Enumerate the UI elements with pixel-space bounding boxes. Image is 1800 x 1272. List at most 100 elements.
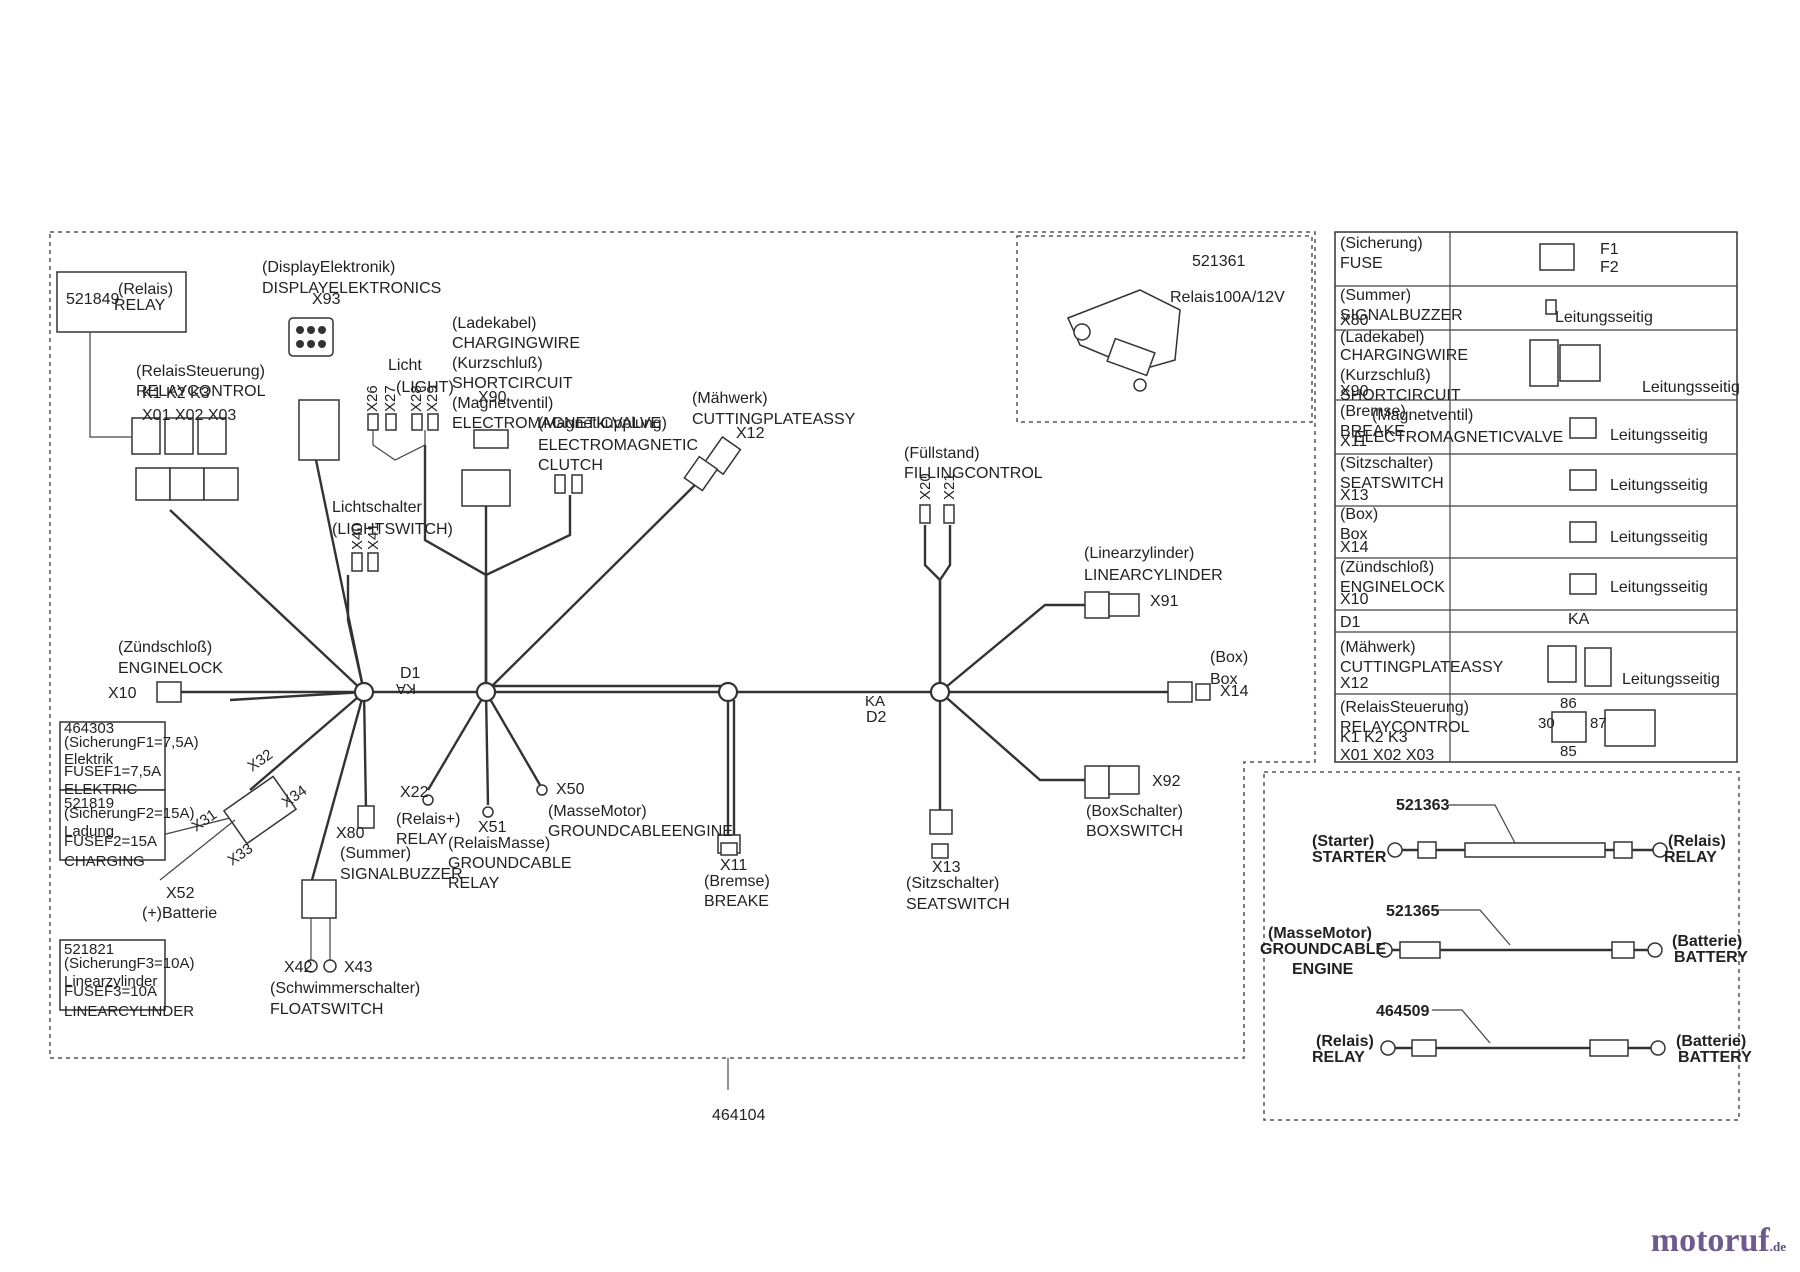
light-label: (LIGHT) xyxy=(396,379,454,396)
fuse1-part: 464303 xyxy=(64,720,114,737)
cable-1-right-en: BATTERY xyxy=(1674,949,1748,966)
cable-0-part: 521363 xyxy=(1396,797,1449,814)
fuse3-box xyxy=(59,939,166,1011)
fuse1-c: FUSEF1=7,5A xyxy=(64,763,161,780)
cable-0-right-de: (Relais) xyxy=(1668,833,1726,850)
filling-connectors xyxy=(919,504,955,524)
box-de-label: (Box) xyxy=(1210,649,1248,666)
box-connector xyxy=(1167,681,1211,703)
relay-en: RELAY xyxy=(114,297,166,314)
zuendschloss-label: (Zündschloß) xyxy=(118,639,212,656)
x43-label: X43 xyxy=(344,959,373,976)
legend-2-en: CHARGINGWIRE xyxy=(1340,347,1468,364)
cable-1-right-de: (Batterie) xyxy=(1672,933,1742,950)
relay-de: (Relais) xyxy=(118,281,173,298)
legend-3-side: Leitungsseitig xyxy=(1610,427,1708,444)
legend-9-85: 85 xyxy=(1560,743,1577,760)
legend-5-en: Box xyxy=(1340,526,1368,543)
legend-2-x: X90 xyxy=(1340,383,1369,400)
magnetkupplung-label: (Magnetkupplung) xyxy=(538,415,667,432)
relay100-frame xyxy=(1016,235,1313,423)
fuse2-box xyxy=(59,789,166,861)
x51-label: X51 xyxy=(478,819,507,836)
light-connectors xyxy=(367,413,439,461)
magnetventil-label: (Magnetventil) xyxy=(452,395,553,412)
groundcableengine-label: GROUNDCABLEENGINE xyxy=(548,823,733,840)
x50-label: X50 xyxy=(556,781,585,798)
relay-en3-label: RELAY xyxy=(448,875,500,892)
cable-0-left-de: (Starter) xyxy=(1312,833,1374,850)
enginelock-label: ENGINELOCK xyxy=(118,660,223,677)
legend-4-side: Leitungsseitig xyxy=(1610,477,1708,494)
fuse3-a: (SicherungF3=10A) xyxy=(64,955,195,972)
legend-4-x: X13 xyxy=(1340,487,1369,504)
x14-label: X14 xyxy=(1220,683,1249,700)
d1-label: D1 xyxy=(400,665,421,682)
float-connector xyxy=(301,879,337,973)
x-labels: X01 X02 X03 xyxy=(142,407,236,424)
cable-2-right-de: (Batterie) xyxy=(1676,1033,1746,1050)
x40-label: X40 xyxy=(349,523,366,550)
legend-8-x: X12 xyxy=(1340,675,1369,692)
legend-5-de: (Box) xyxy=(1340,506,1378,523)
cable-1-left-en2: ENGINE xyxy=(1292,961,1354,978)
x22-label: X22 xyxy=(400,784,429,801)
legend-1-en: SIGNALBUZZER xyxy=(1340,307,1463,324)
electromagnetic-label: ELECTROMAGNETIC xyxy=(538,437,698,454)
x10-label: X10 xyxy=(108,685,137,702)
linearzylinder-label: (Linearzylinder) xyxy=(1084,545,1194,562)
legend-0-f2: F2 xyxy=(1600,259,1619,276)
logo-suffix: .de xyxy=(1769,1239,1786,1254)
legend-1-x: X80 xyxy=(1340,312,1369,329)
fuse3-part: 521821 xyxy=(64,941,114,958)
legend-7-side: KA xyxy=(1568,611,1590,628)
legend-3-extra-en: ELECTROMAGNETICVALVE xyxy=(1354,429,1563,446)
legend-0-de: (Sicherung) xyxy=(1340,235,1423,252)
legend-5-side: Leitungsseitig xyxy=(1610,529,1708,546)
relay100-part: 521361 xyxy=(1192,253,1245,270)
enginelock-connector xyxy=(156,681,182,703)
legend-4-de: (Sitzschalter) xyxy=(1340,455,1433,472)
d2-label: D2 xyxy=(866,709,887,726)
fuse1-b: Elektrik xyxy=(64,751,114,768)
cables-frame xyxy=(1263,771,1740,1121)
lightswitch-label: (LIGHTSWITCH) xyxy=(332,521,453,538)
ground-terminals xyxy=(422,784,548,818)
relaismasse-label: (RelaisMasse) xyxy=(448,835,550,852)
k-labels: K1 K2 K3 xyxy=(142,385,210,402)
cutting-connector xyxy=(683,435,742,492)
legend-5-x: X14 xyxy=(1340,539,1369,556)
x52-label: X52 xyxy=(166,885,195,902)
boxschalter-label: (BoxSchalter) xyxy=(1086,803,1183,820)
groundcable-label: GROUNDCABLE xyxy=(448,855,572,872)
cuttingplate-label: CUTTINGPLATEASSY xyxy=(692,411,856,428)
legend-9-extra-en: X01 X02 X03 xyxy=(1340,747,1434,764)
legend-6-x: X10 xyxy=(1340,591,1369,608)
cable-521365 xyxy=(1377,909,1663,959)
motoruf-logo[interactable]: motoruf.de xyxy=(1651,1222,1786,1260)
x21-label: X21 xyxy=(941,473,958,500)
display-connector xyxy=(288,317,340,461)
boxswitch-connector xyxy=(1084,765,1140,799)
fuse2-d: CHARGING xyxy=(64,853,145,870)
cable-2-left-de: (Relais) xyxy=(1316,1033,1374,1050)
legend-9-87: 87 xyxy=(1590,715,1607,732)
x29-label: X29 xyxy=(424,385,441,412)
cable-2-part: 464509 xyxy=(1376,1003,1429,1020)
x93-label: X93 xyxy=(312,291,341,308)
ka-d2: KA xyxy=(865,693,885,710)
legend-7-de: D1 xyxy=(1340,614,1361,631)
schwimmerschalter-label: (Schwimmerschalter) xyxy=(270,980,420,997)
lichtschalter-label: Lichtschalter xyxy=(332,499,422,516)
junction-node-4 xyxy=(929,681,951,703)
lightswitch-connectors xyxy=(351,552,379,572)
fuse2-a: (SicherungF2=15A) xyxy=(64,805,195,822)
summer-label: (Summer) xyxy=(340,845,411,862)
box-en-label: Box xyxy=(1210,671,1238,688)
cable-0-right-en: RELAY xyxy=(1664,849,1717,866)
legend-2-extra-en: SHORTCIRCUIT xyxy=(1340,387,1461,404)
fuellstand-label: (Füllstand) xyxy=(904,445,980,462)
x12-label: X12 xyxy=(736,425,765,442)
cable-1-left-en: GROUNDCABLE xyxy=(1260,941,1387,958)
bremse-label: (Bremse) xyxy=(704,873,770,890)
